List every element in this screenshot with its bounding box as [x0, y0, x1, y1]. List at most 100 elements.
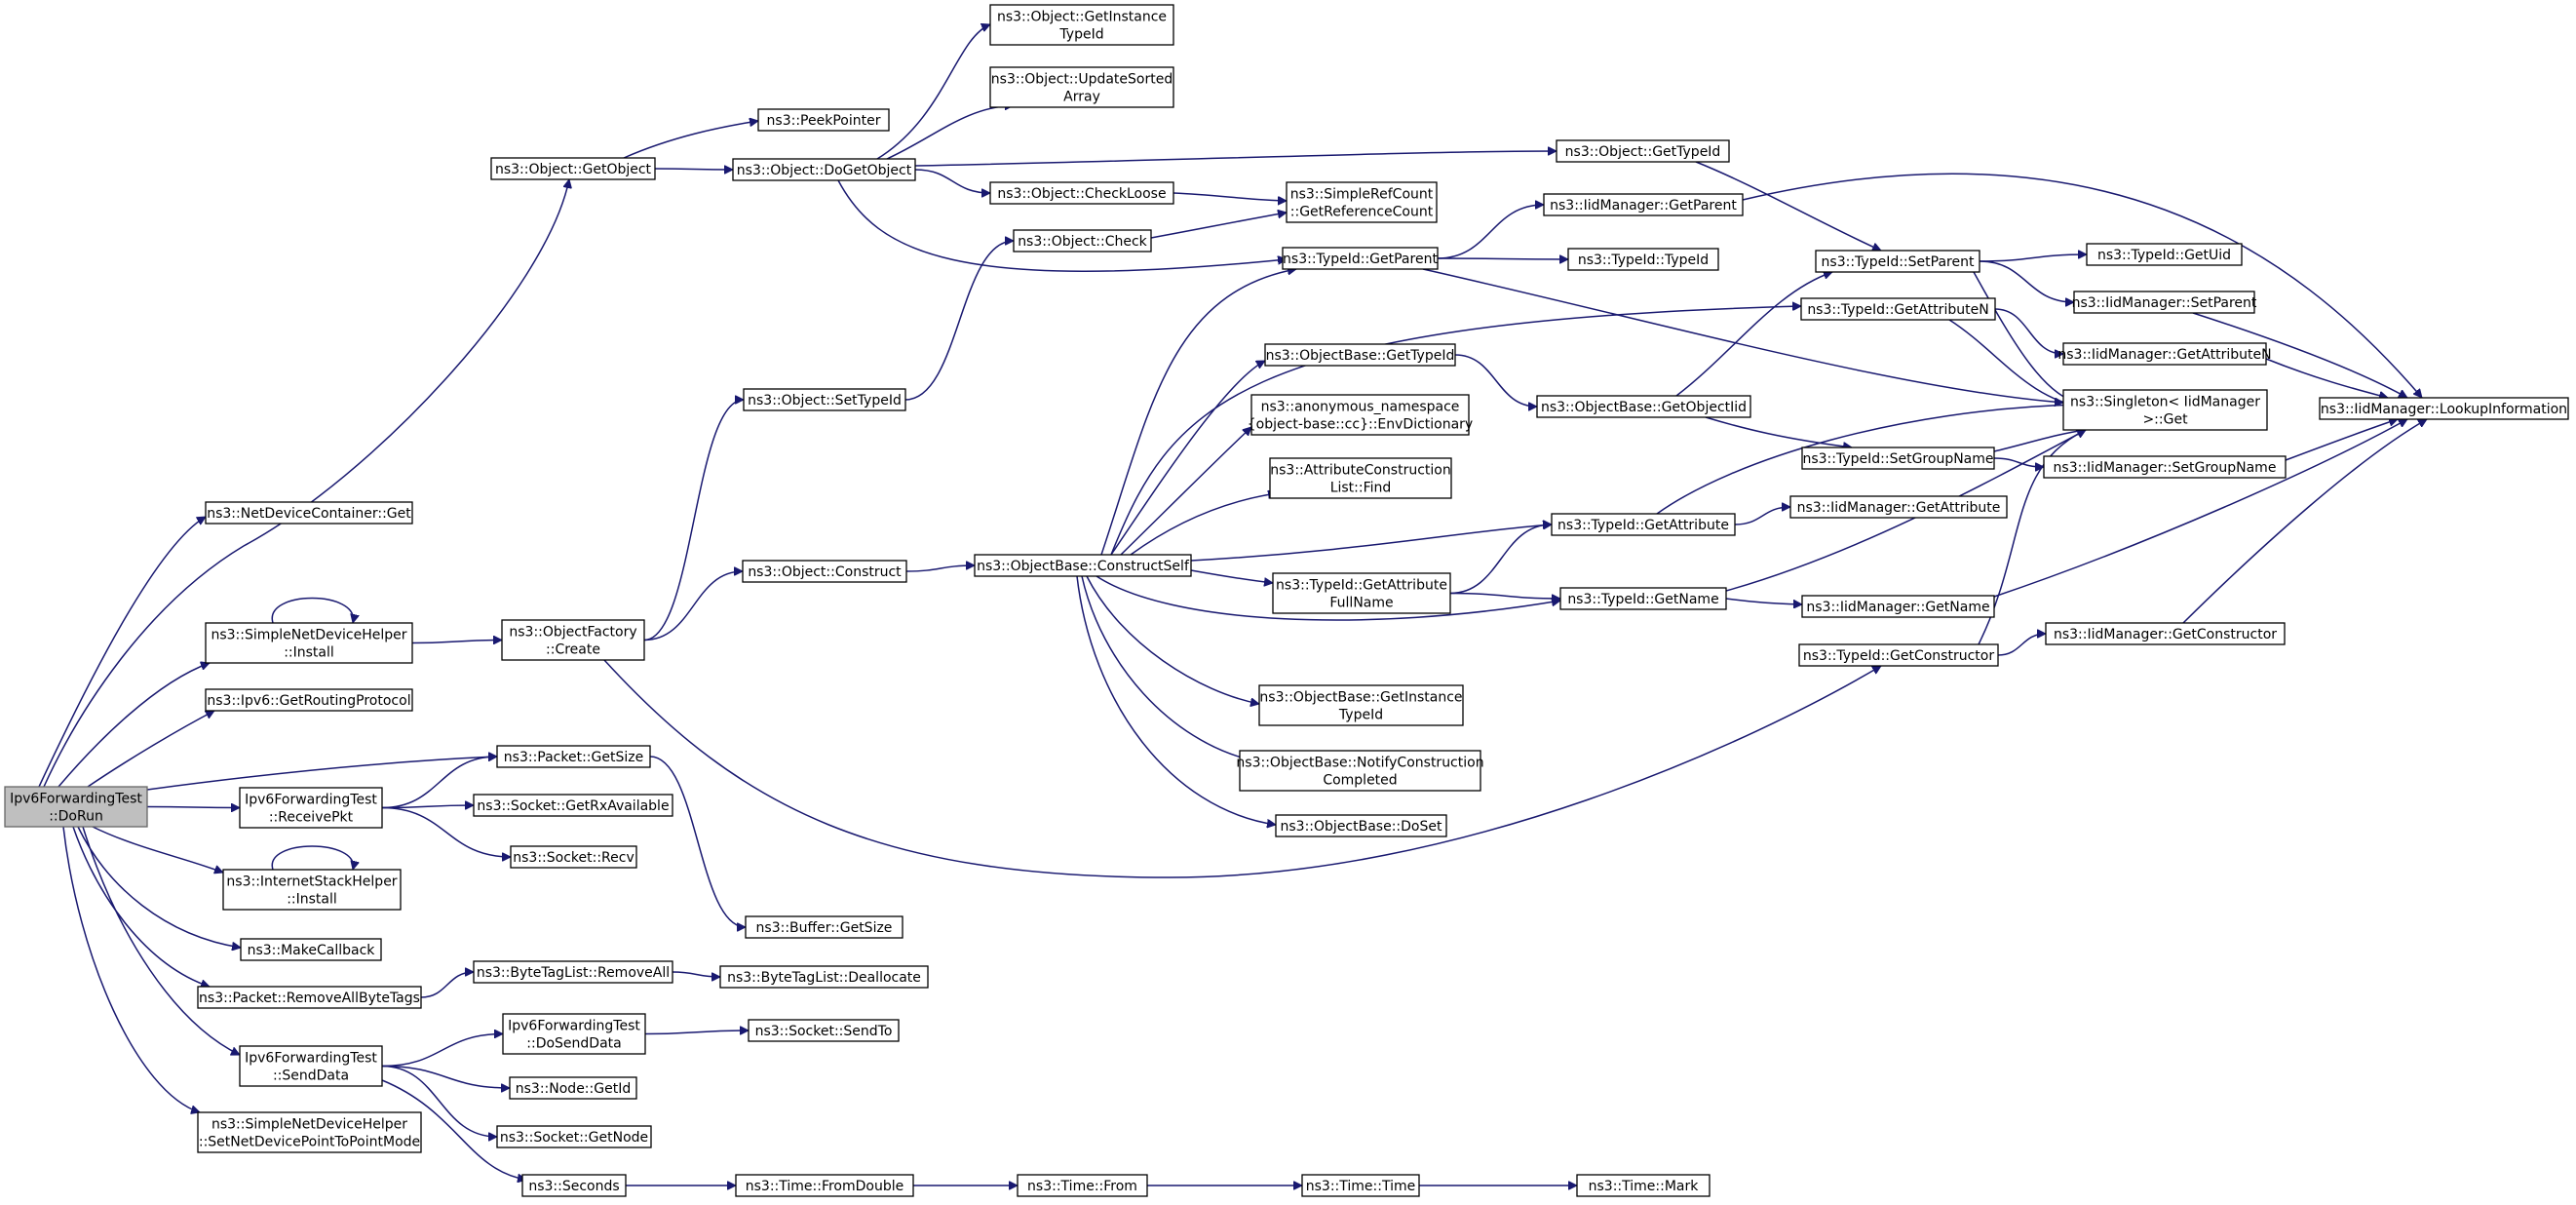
node-tid_setparent[interactable]: ns3::TypeId::SetParent: [1815, 250, 1980, 273]
node-sock_getnode[interactable]: ns3::Socket::GetNode: [496, 1125, 652, 1148]
node-label: ns3::Object::UpdateSorted: [991, 72, 1173, 88]
edge-ob_constructself-to-ob_doset: [1076, 575, 1276, 825]
node-ob_doset[interactable]: ns3::ObjectBase::DoSet: [1275, 814, 1447, 837]
node-label: Ipv6ForwardingTest: [10, 792, 142, 807]
node-label: FullName: [1329, 596, 1393, 611]
node-ndc_get[interactable]: ns3::NetDeviceContainer::Get: [205, 501, 413, 525]
edge-root-to-fwd_recv: [146, 807, 240, 808]
node-obj_checkloose[interactable]: ns3::Object::CheckLoose: [989, 181, 1174, 205]
node-tid_typeid[interactable]: ns3::TypeId::TypeId: [1567, 248, 1719, 271]
node-sock_sendto[interactable]: ns3::Socket::SendTo: [748, 1019, 900, 1042]
node-box: [2086, 243, 2243, 266]
node-iid_getname[interactable]: ns3::IidManager::GetName: [1801, 595, 1995, 618]
edge-ob_constructself-to-tid_getname: [1096, 575, 1560, 621]
node-peekptr[interactable]: ns3::PeekPointer: [757, 108, 890, 132]
node-label: ns3::Object::Construct: [748, 564, 902, 580]
node-box: [748, 1019, 900, 1042]
node-iid_setparent[interactable]: ns3::IidManager::SetParent: [2072, 291, 2257, 314]
node-box: [1013, 229, 1152, 253]
node-ob_gettypeid[interactable]: ns3::ObjectBase::GetTypeId: [1264, 343, 1456, 367]
node-singleton_get[interactable]: ns3::Singleton< IidManager >::Get: [2062, 389, 2268, 431]
node-tid_getname[interactable]: ns3::TypeId::GetName: [1559, 587, 1727, 610]
node-ob_getobjectiid[interactable]: ns3::ObjectBase::GetObjectIid: [1536, 395, 1751, 418]
node-iid_getparent[interactable]: ns3::IidManager::GetParent: [1543, 193, 1744, 216]
node-tid_getparent[interactable]: ns3::TypeId::GetParent: [1282, 247, 1439, 270]
node-fwd_send[interactable]: Ipv6ForwardingTest::SendData: [239, 1045, 383, 1087]
node-box: [1286, 181, 1438, 223]
node-src_getref[interactable]: ns3::SimpleRefCount::GetReferenceCount: [1286, 181, 1438, 223]
node-obj_gettypeid[interactable]: ns3::Object::GetTypeId: [1556, 139, 1730, 163]
edge-obj_construct-to-ob_constructself: [905, 565, 975, 572]
node-label: ns3::Time::Mark: [1589, 1179, 1700, 1194]
node-tid_getconstructor[interactable]: ns3::TypeId::GetConstructor: [1798, 643, 1999, 667]
node-label: ns3::Node::GetId: [516, 1081, 631, 1097]
node-iid_setgroupname[interactable]: ns3::IidManager::SetGroupName: [2043, 455, 2287, 479]
node-anon_envdict[interactable]: ns3::anonymous_namespace{object-base::cc…: [1248, 394, 1473, 436]
node-label: ::Install: [287, 892, 337, 908]
node-obj_settypeid[interactable]: ns3::Object::SetTypeId: [743, 388, 906, 411]
node-label: ns3::Socket::GetRxAvailable: [477, 798, 669, 814]
edge-ob_constructself-to-tid_getattribute: [1190, 525, 1552, 562]
node-obj_dogetobject[interactable]: ns3::Object::DoGetObject: [732, 158, 916, 181]
node-pkt_rabt[interactable]: ns3::Packet::RemoveAllByteTags: [197, 986, 422, 1009]
node-fwd_dosend[interactable]: Ipv6ForwardingTest::DoSendData: [502, 1013, 646, 1055]
node-makecb[interactable]: ns3::MakeCallback: [240, 938, 382, 961]
node-root[interactable]: Ipv6ForwardingTest::DoRun: [4, 786, 148, 828]
edge-root-to-ipv6_grp: [87, 710, 214, 788]
node-iid_lookup[interactable]: ns3::IidManager::LookupInformation: [2319, 397, 2569, 420]
node-label: ns3::ObjectFactory: [509, 625, 636, 641]
node-btl_removeall[interactable]: ns3::ByteTagList::RemoveAll: [473, 960, 673, 984]
node-sndh_install[interactable]: ns3::SimpleNetDeviceHelper::Install: [205, 622, 413, 664]
node-tid_getattrn[interactable]: ns3::TypeId::GetAttributeN: [1800, 297, 1996, 321]
node-box: [197, 1111, 422, 1153]
node-time_fromdouble[interactable]: ns3::Time::FromDouble: [735, 1174, 914, 1197]
node-label: ns3::Object::CheckLoose: [997, 186, 1166, 202]
node-label: ::DoRun: [49, 809, 103, 825]
node-tid_getuid[interactable]: ns3::TypeId::GetUid: [2086, 243, 2243, 266]
node-sock_rxavail[interactable]: ns3::Socket::GetRxAvailable: [473, 794, 673, 817]
node-of_create[interactable]: ns3::ObjectFactory::Create: [501, 619, 645, 661]
node-obj_construct[interactable]: ns3::Object::Construct: [742, 560, 907, 583]
node-label: Ipv6ForwardingTest: [245, 1051, 377, 1067]
node-time_time[interactable]: ns3::Time::Time: [1301, 1174, 1420, 1197]
node-label: ns3::SimpleRefCount: [1290, 187, 1434, 203]
node-label: ns3::IidManager::LookupInformation: [2321, 402, 2567, 417]
node-ob_notifycc[interactable]: ns3::ObjectBase::NotifyConstructionCompl…: [1236, 750, 1484, 792]
node-btl_dealloc[interactable]: ns3::ByteTagList::Deallocate: [719, 965, 929, 989]
node-fwd_recv[interactable]: Ipv6ForwardingTest::ReceivePkt: [239, 787, 383, 829]
node-ipv6_grp[interactable]: ns3::Ipv6::GetRoutingProtocol: [205, 688, 413, 712]
node-node_getid[interactable]: ns3::Node::GetId: [509, 1076, 637, 1100]
node-time_from[interactable]: ns3::Time::From: [1017, 1174, 1148, 1197]
node-buf_getsize[interactable]: ns3::Buffer::GetSize: [745, 915, 904, 939]
node-label: TypeId: [1058, 27, 1103, 43]
node-tid_setgroupname[interactable]: ns3::TypeId::SetGroupName: [1801, 447, 1995, 470]
node-box: [490, 157, 656, 180]
node-box: [240, 938, 382, 961]
node-ish_install[interactable]: ns3::InternetStackHelper::Install: [222, 869, 402, 911]
node-box: [197, 986, 422, 1009]
node-label: ns3::AttributeConstruction: [1270, 463, 1450, 479]
node-pkt_getsize[interactable]: ns3::Packet::GetSize: [496, 745, 651, 768]
node-iid_getattribute[interactable]: ns3::IidManager::GetAttribute: [1789, 495, 2008, 519]
node-time_mark[interactable]: ns3::Time::Mark: [1576, 1174, 1711, 1197]
node-label: ns3::TypeId::TypeId: [1578, 253, 1709, 268]
node-iid_getattrn[interactable]: ns3::IidManager::GetAttributeN: [2057, 342, 2272, 366]
node-label: ns3::IidManager::GetName: [1806, 600, 1989, 615]
node-label: ns3::Socket::SendTo: [755, 1024, 893, 1039]
node-box: [1264, 343, 1456, 367]
node-label: ns3::TypeId::GetAttribute: [1276, 578, 1447, 594]
node-obj_getobject[interactable]: ns3::Object::GetObject: [490, 157, 656, 180]
edge-fwd_send-to-node_getid: [381, 1065, 510, 1089]
node-tid_getattribute[interactable]: ns3::TypeId::GetAttribute: [1551, 513, 1736, 536]
node-seconds[interactable]: ns3::Seconds: [521, 1174, 627, 1197]
node-sock_recv[interactable]: ns3::Socket::Recv: [510, 845, 637, 869]
node-obj_check[interactable]: ns3::Object::Check: [1013, 229, 1152, 253]
node-iid_getconstructor[interactable]: ns3::IidManager::GetConstructor: [2045, 622, 2286, 645]
node-sndh_setp2p[interactable]: ns3::SimpleNetDeviceHelper::SetNetDevice…: [197, 1111, 422, 1153]
node-ob_constructself[interactable]: ns3::ObjectBase::ConstructSelf: [974, 554, 1192, 577]
